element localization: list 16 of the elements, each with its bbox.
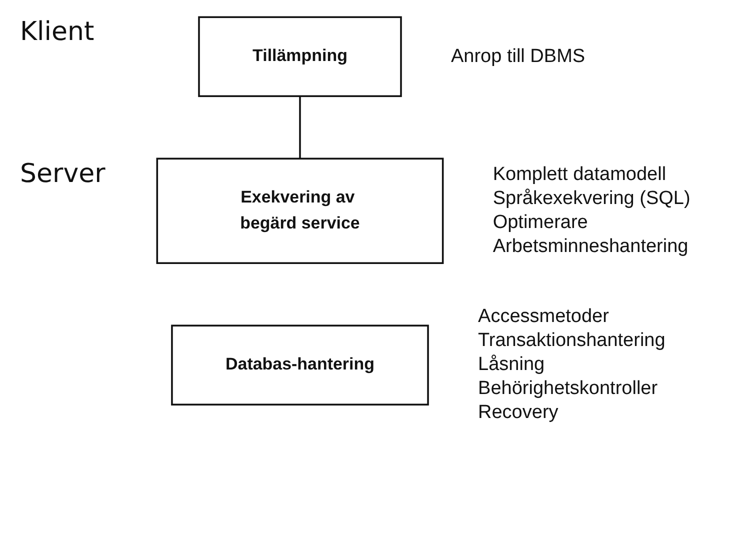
description-text: Behörighetskontroller — [478, 377, 659, 402]
description-text: Anrop till DBMS — [450, 44, 586, 69]
description-text: Komplett datamodell — [492, 162, 668, 187]
description-text: Transaktionshantering — [478, 329, 666, 354]
description-text: Recovery — [478, 401, 560, 426]
description-text: Accessmetoder — [478, 305, 610, 330]
description-text: Optimerare — [492, 210, 589, 235]
tier-label: Server — [20, 158, 106, 189]
description-text: Låsning — [478, 353, 546, 378]
node-box: Databas-hantering — [171, 324, 429, 406]
node-box: Exekvering av begärd service — [156, 158, 444, 264]
description-text: Språkexekvering (SQL) — [492, 186, 690, 211]
tier-label: Klient — [20, 17, 94, 48]
node-box: Tillämpning — [198, 16, 402, 98]
description-text: Arbetsminneshantering — [492, 234, 690, 259]
connector — [299, 96, 301, 159]
